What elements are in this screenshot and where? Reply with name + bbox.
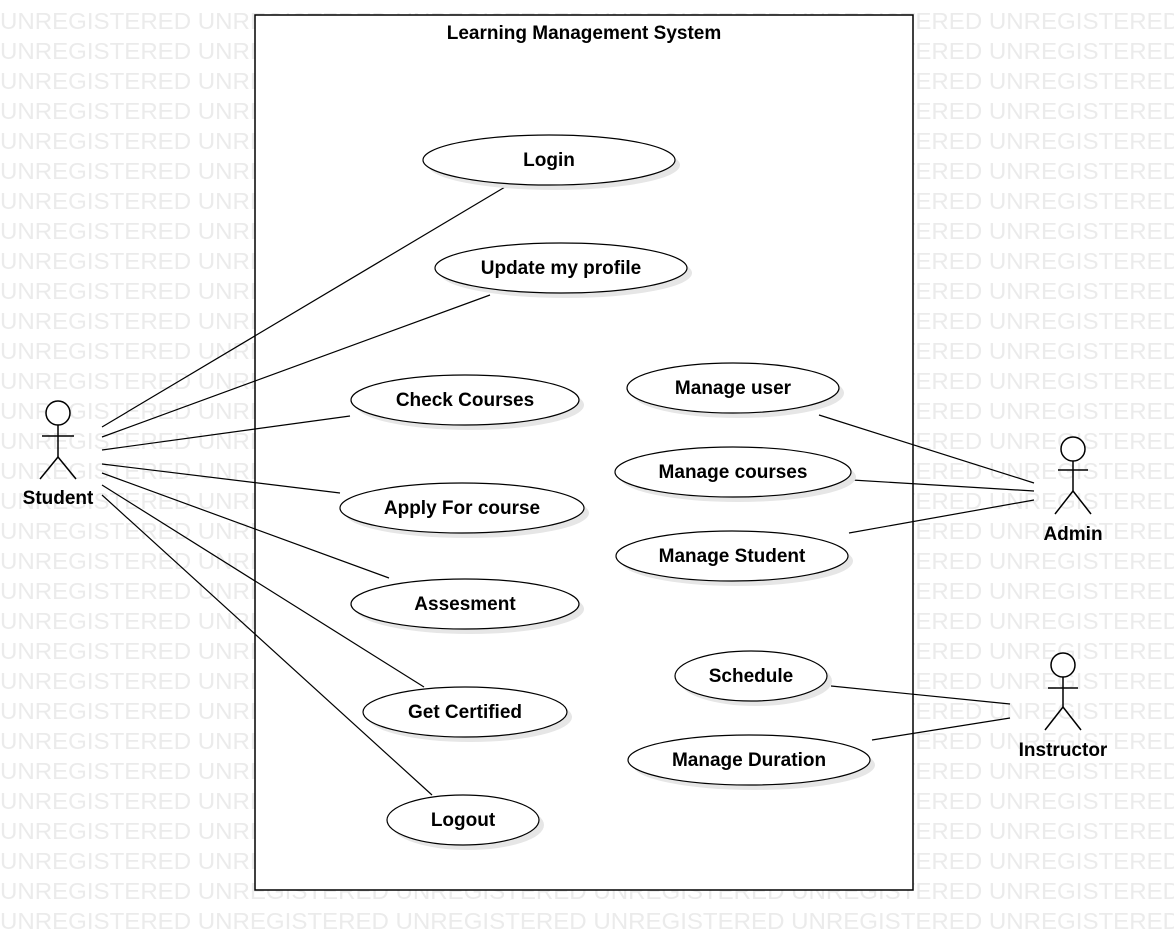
use-case-apply-course[interactable]: Apply For course bbox=[339, 482, 589, 538]
watermark-row: UNREGISTERED UNREGISTERED UNREGISTERED U… bbox=[0, 908, 1174, 934]
use-case-manage-student[interactable]: Manage Student bbox=[615, 530, 853, 586]
actor-admin-head bbox=[1060, 436, 1086, 462]
use-case-update-profile-label: Update my profile bbox=[481, 258, 641, 279]
assoc-student-update-profile bbox=[101, 294, 491, 438]
assoc-student-login bbox=[101, 186, 506, 428]
actor-admin-label: Admin bbox=[1043, 524, 1102, 545]
actor-student-head bbox=[45, 400, 71, 426]
associations bbox=[101, 186, 1035, 796]
assoc-student-apply-course bbox=[101, 463, 341, 494]
use-case-manage-courses-label: Manage courses bbox=[659, 462, 808, 483]
actor-instructor-head bbox=[1050, 652, 1076, 678]
assoc-student-assesment bbox=[101, 472, 390, 579]
actor-student-label: Student bbox=[23, 488, 94, 509]
use-case-get-certified[interactable]: Get Certified bbox=[362, 686, 572, 742]
use-case-manage-user[interactable]: Manage user bbox=[626, 362, 844, 418]
use-case-logout[interactable]: Logout bbox=[386, 794, 544, 850]
assoc-admin-manage-user bbox=[818, 414, 1035, 484]
actor-student[interactable] bbox=[39, 400, 77, 480]
use-case-apply-course-label: Apply For course bbox=[384, 498, 540, 519]
use-case-check-courses[interactable]: Check Courses bbox=[350, 374, 584, 430]
assoc-admin-manage-student bbox=[848, 499, 1035, 534]
use-case-manage-duration[interactable]: Manage Duration bbox=[627, 734, 875, 790]
assoc-admin-manage-courses bbox=[851, 479, 1035, 492]
actor-instructor-label: Instructor bbox=[1019, 740, 1108, 761]
assoc-student-get-certified bbox=[101, 484, 425, 688]
use-case-schedule-label: Schedule bbox=[709, 666, 793, 687]
use-case-manage-user-label: Manage user bbox=[675, 378, 792, 399]
actor-admin[interactable] bbox=[1054, 436, 1092, 515]
use-case-get-certified-label: Get Certified bbox=[408, 702, 522, 723]
use-case-check-courses-label: Check Courses bbox=[396, 390, 534, 411]
use-case-login[interactable]: Login bbox=[422, 134, 680, 190]
use-case-login-label: Login bbox=[523, 150, 575, 171]
use-case-logout-label: Logout bbox=[431, 810, 496, 831]
assoc-instructor-manage-duration bbox=[871, 717, 1011, 741]
use-case-schedule[interactable]: Schedule bbox=[674, 650, 832, 706]
use-case-manage-student-label: Manage Student bbox=[659, 546, 806, 567]
assoc-student-check-courses bbox=[101, 415, 351, 451]
system-title: Learning Management System bbox=[447, 23, 722, 44]
assoc-student-logout bbox=[101, 494, 433, 796]
use-case-assesment-label: Assesment bbox=[414, 594, 516, 615]
actor-instructor[interactable] bbox=[1044, 652, 1082, 731]
use-case-update-profile[interactable]: Update my profile bbox=[434, 242, 692, 298]
use-case-assesment[interactable]: Assesment bbox=[350, 578, 584, 634]
assoc-instructor-schedule bbox=[830, 685, 1011, 705]
use-case-manage-courses[interactable]: Manage courses bbox=[614, 446, 856, 502]
use-case-manage-duration-label: Manage Duration bbox=[672, 750, 826, 771]
